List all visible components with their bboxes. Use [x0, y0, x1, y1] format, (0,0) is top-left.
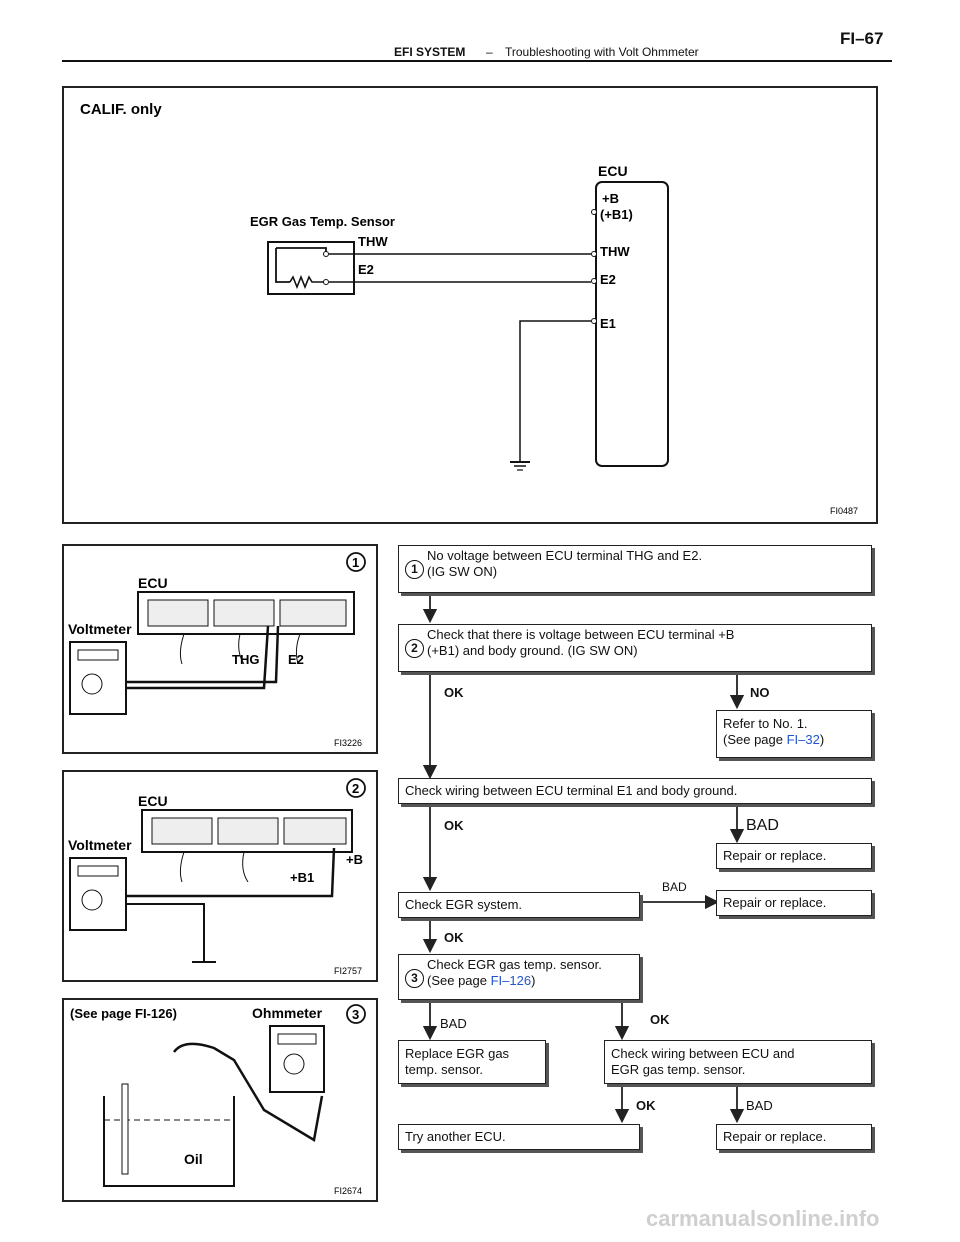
sensor-label: EGR Gas Temp. Sensor	[250, 214, 395, 229]
step-1-line1: No voltage between ECU terminal THG and …	[427, 548, 703, 563]
header-separator: –	[486, 45, 493, 59]
refer-suffix: )	[819, 732, 825, 747]
header-section: EFI SYSTEM	[394, 45, 466, 59]
bad-label-4: BAD	[746, 1098, 773, 1113]
figure-step-1: 1 ECU Voltmeter THG E2 FI3226	[62, 544, 378, 754]
fig1-meter-label: Voltmeter	[68, 621, 132, 637]
ecu-terminal-e1: E1	[600, 316, 616, 331]
step-1-number: 1	[405, 560, 424, 579]
step-3-line1: Check EGR gas temp. sensor.	[427, 957, 602, 972]
refer-prefix: (See page	[723, 732, 787, 747]
diagram-title: CALIF. only	[80, 101, 162, 118]
bad-label-3: BAD	[440, 1016, 467, 1031]
figure-step-2: 2 ECU Voltmeter +B1 +B FI2757	[62, 770, 378, 982]
flow-repair-2: Repair or replace.	[716, 890, 872, 916]
ecu-label: ECU	[598, 163, 628, 179]
refer-line1: Refer to No. 1.	[723, 716, 808, 731]
fig2-step-number: 2	[352, 781, 359, 796]
flow-repair-1: Repair or replace.	[716, 843, 872, 869]
fig2-ecu-label: ECU	[138, 793, 168, 809]
watermark: carmanualsonline.info	[646, 1206, 880, 1231]
step-1-line2: (IG SW ON)	[427, 564, 498, 579]
flow-check-wiring: Check wiring between ECU and EGR gas tem…	[604, 1040, 872, 1084]
fig3-note: (See page FI-126)	[70, 1006, 177, 1021]
check-wiring-line2: EGR gas temp. sensor.	[611, 1062, 746, 1077]
figure-step-3: (See page FI-126) Ohmmeter 3 Oil FI2674	[62, 998, 378, 1202]
flow-replace-sensor: Replace EGR gas temp. sensor.	[398, 1040, 546, 1084]
fig3-meter-label: Ohmmeter	[252, 1005, 323, 1021]
fig2-code: FI2757	[334, 966, 362, 976]
fig1-probe-thg: THG	[232, 652, 259, 667]
ok-label-3: OK	[444, 930, 464, 945]
replace-line1: Replace EGR gas	[405, 1046, 510, 1061]
header-rule	[62, 60, 892, 62]
flow-repair-3: Repair or replace.	[716, 1124, 872, 1150]
bad-label-2: BAD	[662, 880, 687, 894]
fig2-probe-b: +B	[346, 852, 363, 867]
flow-step-3: 3 Check EGR gas temp. sensor. (See page …	[398, 954, 640, 1000]
sensor-terminal-thw: THW	[358, 234, 388, 249]
fig1-probe-e2: E2	[288, 652, 304, 667]
header-subtitle: Troubleshooting with Volt Ohmmeter	[505, 45, 699, 59]
flow-step-2: 2 Check that there is voltage between EC…	[398, 624, 872, 672]
fig2-probe-b1: +B1	[290, 870, 314, 885]
fig1-code: FI3226	[334, 738, 362, 748]
step-3-number: 3	[405, 969, 424, 988]
sensor-terminal-e2: E2	[358, 262, 374, 277]
ok-label-5: OK	[636, 1098, 656, 1113]
diagram-figure-code: FI0487	[830, 506, 858, 516]
fig2-meter-label: Voltmeter	[68, 837, 132, 853]
ok-label-1: OK	[444, 685, 464, 700]
step-3-suffix: )	[531, 973, 536, 988]
step-2-line1: Check that there is voltage between ECU …	[427, 627, 735, 642]
ecu-terminal-b: +B	[602, 191, 619, 206]
fig3-step-number: 3	[352, 1007, 359, 1022]
replace-line2: temp. sensor.	[405, 1062, 484, 1077]
fig1-ecu-label: ECU	[138, 575, 168, 591]
step-3-page-link[interactable]: FI–126	[490, 973, 532, 988]
flow-try-ecu: Try another ECU.	[398, 1124, 640, 1150]
ecu-terminal-b1: (+B1)	[600, 207, 633, 222]
flow-refer-box: Refer to No. 1. (See page FI–32)	[716, 710, 872, 758]
ecu-terminal-e2: E2	[600, 272, 616, 287]
refer-page-link[interactable]: FI–32	[786, 732, 820, 747]
wiring-diagram: CALIF. only ECU +B (+B1) THW E2 E1 EGR G…	[62, 86, 878, 524]
step-2-number: 2	[405, 639, 424, 658]
page-number: FI–67	[840, 29, 884, 48]
fig3-code: FI2674	[334, 1186, 362, 1196]
fig1-step-number: 1	[352, 555, 359, 570]
fig3-liquid-label: Oil	[184, 1151, 203, 1167]
ok-label-4: OK	[650, 1012, 670, 1027]
step-2-line2: (+B1) and body ground. (IG SW ON)	[427, 643, 638, 658]
flow-check-egr: Check EGR system.	[398, 892, 640, 918]
flow-step-1: 1 No voltage between ECU terminal THG an…	[398, 545, 872, 593]
flow-check-e1: Check wiring between ECU terminal E1 and…	[398, 778, 872, 804]
ok-label-2: OK	[444, 818, 464, 833]
no-label-1: NO	[750, 685, 770, 700]
ecu-terminal-thw: THW	[600, 244, 630, 259]
bad-label-1: BAD	[746, 817, 779, 834]
step-3-prefix: (See page	[427, 973, 491, 988]
check-wiring-line1: Check wiring between ECU and	[611, 1046, 795, 1061]
